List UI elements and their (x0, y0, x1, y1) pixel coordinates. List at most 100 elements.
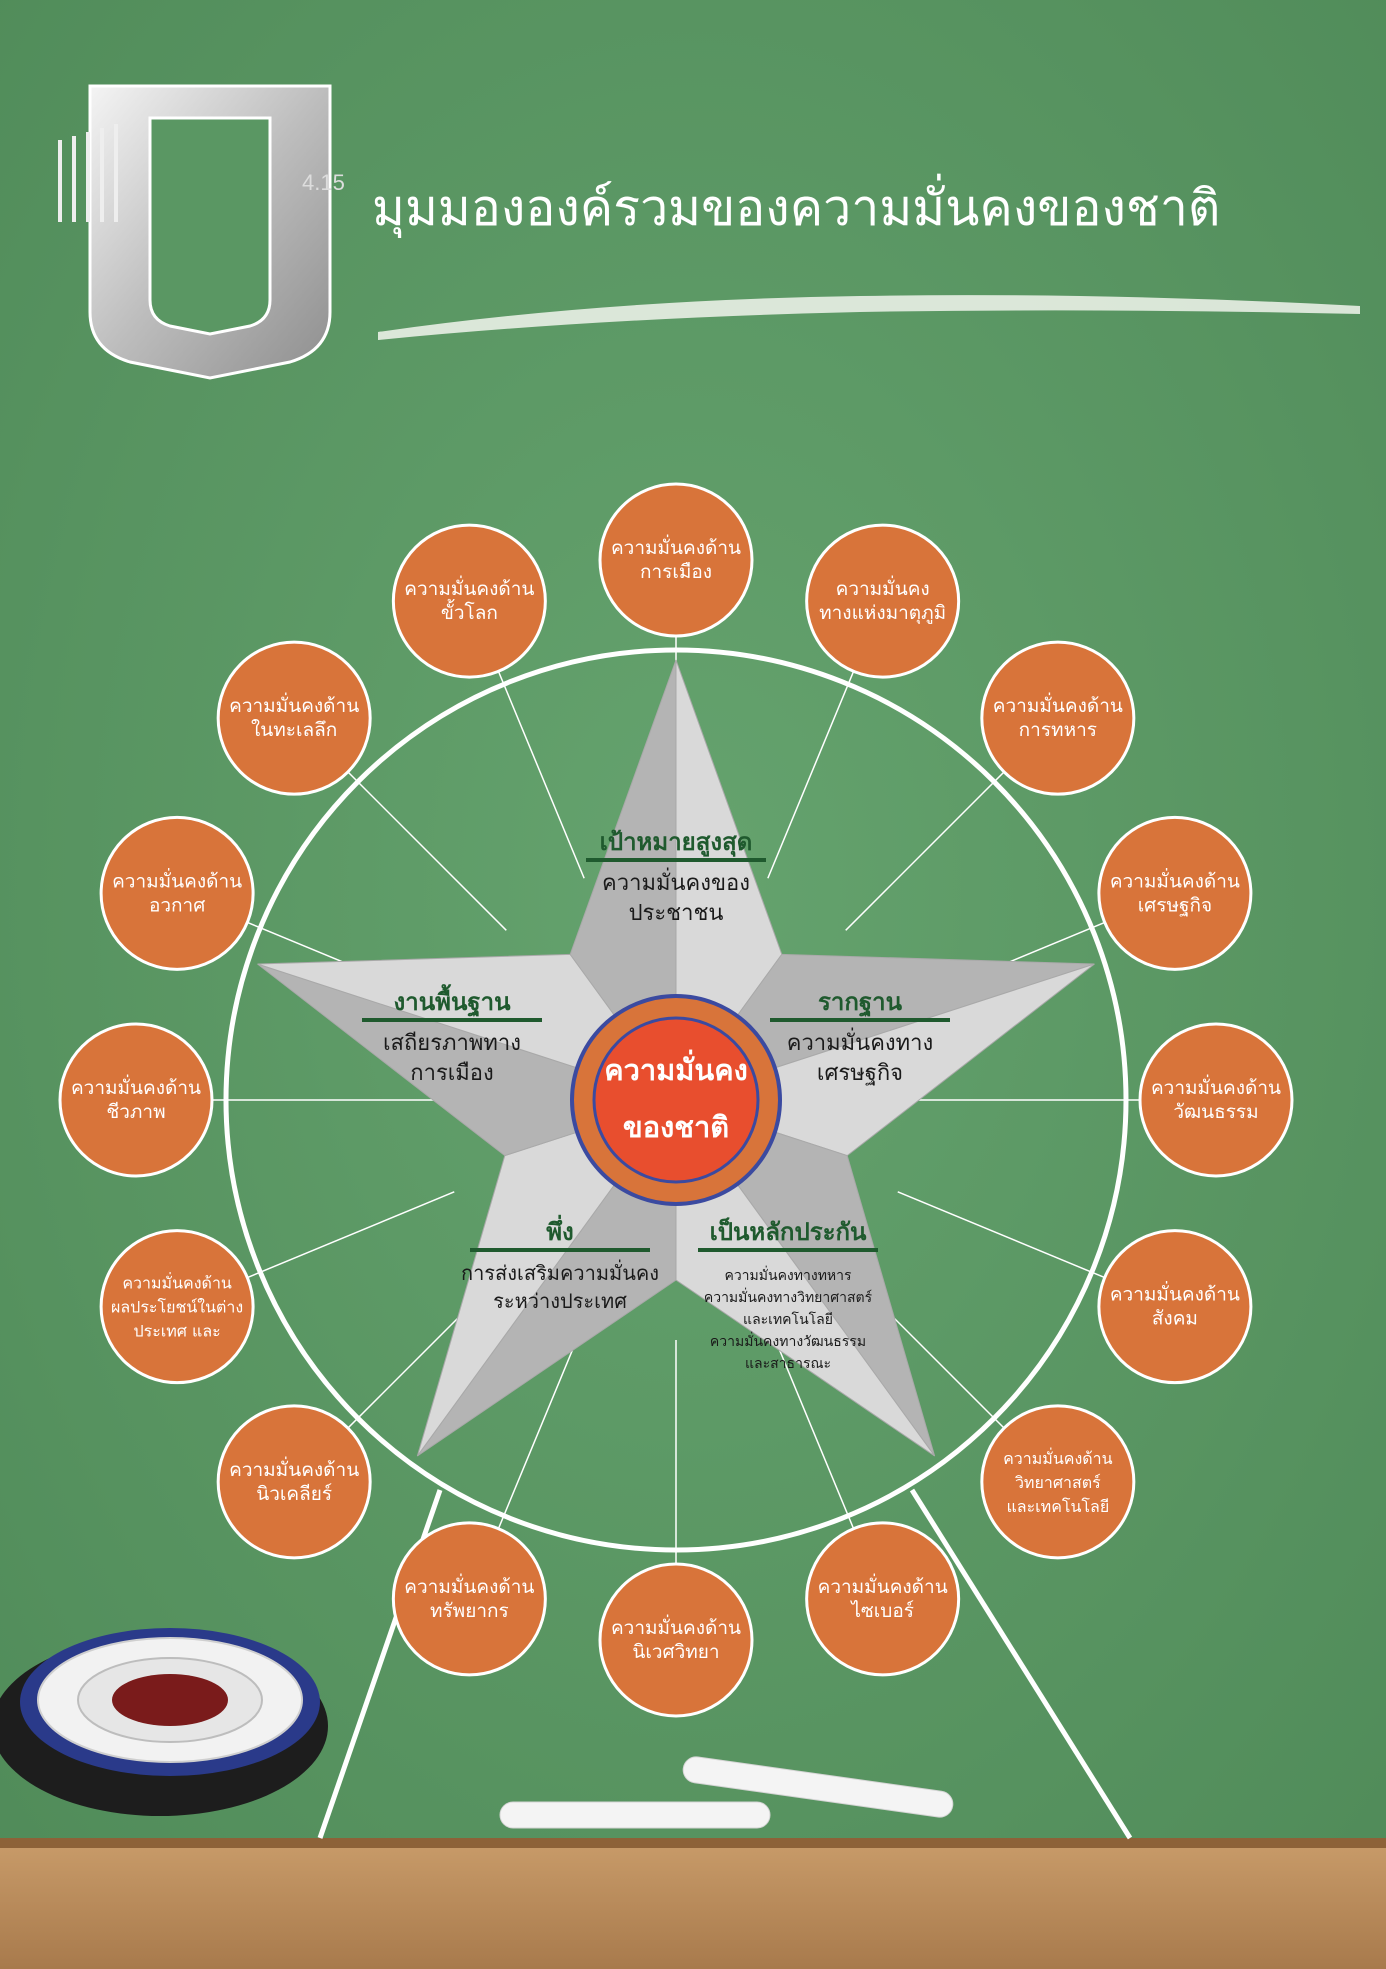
topic-circle-shape (1097, 815, 1253, 971)
chalk-sticks (499, 1756, 954, 1829)
topic-circle-label: นิเวศวิทยา (632, 1641, 719, 1663)
topic-circle-label: และเทคโนโลยี (1006, 1497, 1109, 1516)
star-label-line: เสถียรภาพทาง (383, 1031, 521, 1056)
topic-circle-label: สังคม (1152, 1308, 1198, 1330)
topic-circle-label: ความมั่นคงด้าน (122, 1272, 232, 1293)
topic-circle-label: ความมั่นคงด้าน (1151, 1074, 1281, 1099)
star-label-line: ความมั่นคงทางทหาร (724, 1266, 852, 1284)
topic-circle-label: ผลประโยชน์ในต่าง (111, 1298, 243, 1317)
star-label-line: และเทคโนโลยี (743, 1311, 833, 1328)
circle-society: ความมั่นคงด้านสังคม (1097, 1229, 1253, 1385)
logo-emblem: 4.15 (58, 84, 345, 380)
topic-circle-label: ความมั่นคงด้าน (1110, 1281, 1240, 1306)
circle-science-technology: ความมั่นคงด้านวิทยาศาสตร์และเทคโนโลยี (980, 1404, 1136, 1560)
topic-circle-label: ทางแห่งมาตุภูมิ (819, 602, 946, 625)
topic-circle-shape (216, 1404, 372, 1560)
topic-circles: ความมั่นคงด้านการเมืองความมั่นคงทางแห่งม… (58, 482, 1294, 1718)
topic-circle-shape (391, 523, 547, 679)
topic-circle-label: การทหาร (1019, 719, 1097, 741)
star-label-bottom-right: เป็นหลักประกันความมั่นคงทางทหารความมั่นค… (698, 1217, 878, 1372)
topic-circle-label: ประเทศ และ (133, 1322, 220, 1341)
center-line-1: ความมั่นคง (604, 1049, 748, 1087)
star-label-underline (698, 1248, 878, 1252)
topic-circle-label: ไซเบอร์ (849, 1600, 914, 1622)
topic-circle-shape (1138, 1022, 1294, 1178)
star-label-heading: งานพื้นฐาน (394, 983, 512, 1018)
topic-circle-label: ชีวภาพ (106, 1101, 165, 1123)
topic-circle-label: ความมั่นคงด้าน (229, 692, 359, 717)
topic-circle-shape (598, 482, 754, 638)
topic-circle-label: ความมั่นคงด้าน (1003, 1447, 1113, 1468)
page-title: มุมมององค์รวมของความมั่นคงของชาติ (372, 179, 1221, 237)
topic-circle-label: ทรัพยากร (430, 1600, 509, 1622)
star-label-line: ประชาชน (629, 901, 724, 926)
topic-circle-shape (1097, 1229, 1253, 1385)
topic-circle-shape (805, 523, 961, 679)
circle-nuclear: ความมั่นคงด้านนิวเคลียร์ (216, 1404, 372, 1560)
topic-circle-label: นิวเคลียร์ (256, 1483, 332, 1505)
circle-polar: ความมั่นคงด้านขั้วโลก (391, 523, 547, 679)
star-label-line: การเมือง (410, 1061, 493, 1086)
topic-circle-shape (58, 1022, 214, 1178)
topic-circle-label: เศรษฐกิจ (1138, 894, 1212, 916)
topic-circle-label: ความมั่นคงด้าน (1110, 867, 1240, 892)
wood-shelf (0, 1838, 1386, 1969)
topic-circle-label: วิทยาศาสตร์ (1015, 1473, 1101, 1492)
circle-culture: ความมั่นคงด้านวัฒนธรรม (1138, 1022, 1294, 1178)
topic-circle-label: อวกาศ (149, 894, 205, 916)
topic-circle-shape (598, 1562, 754, 1718)
topic-circle-label: วัฒนธรรม (1173, 1101, 1258, 1123)
star-label-underline (362, 1018, 542, 1022)
topic-circle-label: ขั้วโลก (441, 599, 498, 624)
logo-label: 4.15 (302, 170, 345, 195)
star-label-line: ระหว่างประเทศ (493, 1289, 627, 1313)
topic-circle-label: การเมือง (640, 561, 712, 583)
star-label-underline (770, 1018, 950, 1022)
topic-circle-shape (99, 1229, 255, 1385)
topic-circle-shape (216, 640, 372, 796)
topic-circle-label: ความมั่นคงด้าน (993, 692, 1123, 717)
star-label-heading: รากฐาน (818, 988, 903, 1018)
star-labels: เป้าหมายสูงสุดความมั่นคงของประชาชนรากฐาน… (362, 828, 950, 1372)
star-label-line: เศรษฐกิจ (817, 1061, 903, 1086)
topic-circle-shape (391, 1521, 547, 1677)
center-badge: ความมั่นคง ของชาติ (570, 994, 782, 1206)
star-label-line: การส่งเสริมความมั่นคง (461, 1259, 659, 1285)
star-label-heading: เป้าหมายสูงสุด (600, 828, 753, 858)
star-label-line: ความมั่นคงทางวัฒนธรรม (710, 1332, 866, 1350)
chalk-underline (378, 295, 1360, 340)
topic-circle-label: ความมั่นคงด้าน (229, 1456, 359, 1481)
star-label-line: ความมั่นคงทางวิทยาศาสตร์ (704, 1288, 873, 1306)
star-label-heading: พึ่ง (546, 1214, 574, 1246)
star-label-heading: เป็นหลักประกัน (710, 1217, 867, 1246)
star-label-line: และสาธารณะ (745, 1356, 831, 1372)
topic-circle-label: ในทะเลลึก (251, 719, 337, 741)
tape-roll (0, 1628, 328, 1816)
topic-circle-label: ความมั่นคงด้าน (71, 1074, 201, 1099)
topic-circle-shape (980, 1404, 1136, 1560)
star-label-line: ความมั่นคงทาง (787, 1027, 934, 1056)
circle-ecology: ความมั่นคงด้านนิเวศวิทยา (598, 1562, 754, 1718)
center-line-2: ของชาติ (623, 1110, 729, 1144)
topic-circle-label: ความมั่นคงด้าน (112, 867, 242, 892)
topic-circle-label: ความมั่นคงด้าน (404, 575, 534, 600)
topic-circle-label: ความมั่นคงด้าน (818, 1573, 948, 1598)
topic-circle-shape (805, 1521, 961, 1677)
topic-circle-label: ความมั่นคง (836, 575, 930, 600)
star-label-line: ความมั่นคงของ (602, 867, 750, 896)
topic-circle-shape (980, 640, 1136, 796)
circle-biological: ความมั่นคงด้านชีวภาพ (58, 1022, 214, 1178)
